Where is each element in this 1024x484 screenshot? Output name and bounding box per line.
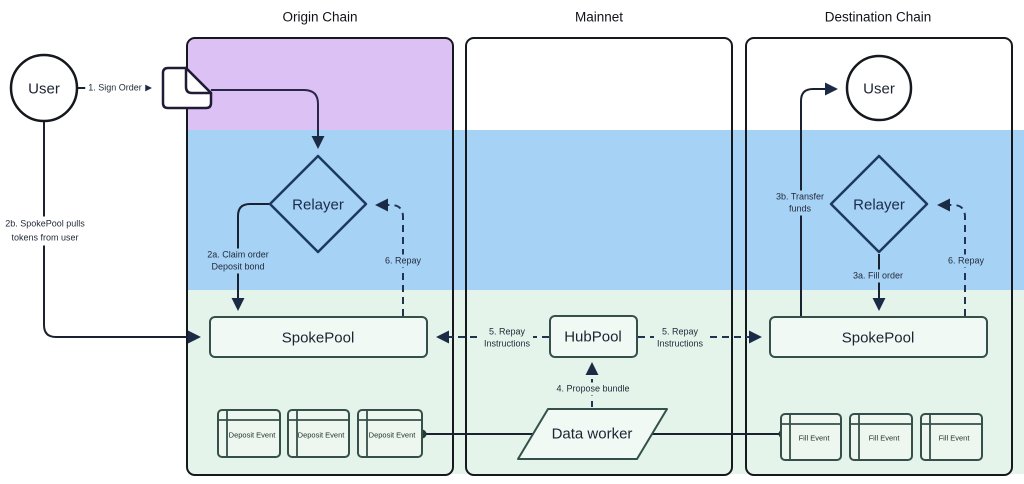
- origin-user-band: [188, 39, 453, 130]
- deposit-event-label-1: Deposit Event: [228, 430, 276, 440]
- relayer-origin-label: Relayer: [292, 196, 344, 214]
- claim-order-label: 2a. Claim order Deposit bond: [204, 248, 272, 274]
- relayer-band: [188, 130, 1024, 290]
- data-worker-shape: [517, 408, 668, 460]
- edge-order-to-relayer: [211, 89, 325, 149]
- transfer-funds-line1: 3b. Transfer: [775, 191, 825, 202]
- repay-instructions-left-line1: 5. Repay: [488, 326, 526, 337]
- repay-instructions-right-line2: Instructions: [656, 338, 704, 349]
- repay-instructions-right-line1: 5. Repay: [661, 326, 699, 337]
- spokepool-pulls-label: 2b. SpokePool pulls tokens from user: [2, 216, 88, 246]
- fill-event-box-2: [849, 413, 913, 461]
- sign-order-label: 1. Sign Order: [85, 81, 145, 95]
- spokepool-pulls-line2: tokens from user: [11, 232, 79, 243]
- hubpool-label: HubPool: [564, 328, 622, 346]
- deposit-event-label-2: Deposit Event: [297, 430, 345, 440]
- mainnet-title: Mainnet: [574, 9, 624, 25]
- claim-order-line2: Deposit bond: [211, 261, 265, 272]
- repay-instructions-left-line2: Instructions: [483, 338, 531, 349]
- repay-instructions-right-label: 5. Repay Instructions: [653, 325, 707, 351]
- fill-event-box-3: [920, 413, 983, 461]
- fill-event-label-3: Fill Event: [938, 433, 970, 443]
- deposit-event-box-2: [287, 409, 350, 458]
- spokepool-origin-label: SpokePool: [281, 329, 355, 347]
- deposit-event-box-3: [357, 409, 423, 458]
- relayer-destination-diamond: [829, 154, 929, 254]
- fill-order-label: 3a. Fill order: [849, 269, 907, 283]
- deposit-event-box-1: [217, 409, 281, 458]
- spokepool-origin-box: [209, 316, 428, 358]
- destination-chain-title: Destination Chain: [824, 9, 932, 25]
- origin-chain-box: [186, 37, 454, 476]
- repay-destination-label: 6. Repay: [944, 254, 988, 268]
- transfer-funds-line2: funds: [788, 203, 812, 214]
- user-destination-circle: [845, 54, 913, 122]
- transfer-funds-label: 3b. Transfer funds: [772, 190, 828, 216]
- claim-order-line1: 2a. Claim order: [207, 249, 269, 260]
- data-worker-label: Data worker: [551, 425, 633, 443]
- fill-event-label-1: Fill Event: [798, 433, 830, 443]
- mainnet-box: [465, 37, 733, 476]
- propose-bundle-label: 4. Propose bundle: [553, 382, 633, 396]
- edge-repay-origin: [375, 198, 404, 316]
- user-destination-label: User: [863, 80, 895, 98]
- repay-origin-label: 6. Repay: [381, 254, 425, 268]
- destination-chain-box: [745, 37, 1013, 476]
- user-origin-label: User: [28, 80, 60, 98]
- deposit-event-label-3: Deposit Event: [368, 430, 416, 440]
- edge-spokepool-pulls: [43, 121, 201, 344]
- fill-event-label-2: Fill Event: [868, 433, 900, 443]
- document-icon: [161, 66, 213, 110]
- fill-event-box-1: [780, 413, 842, 461]
- relayer-destination-label: Relayer: [853, 196, 905, 214]
- edge-transfer-funds: [800, 82, 838, 316]
- edge-claim-order: [231, 203, 270, 311]
- edge-repay-destination: [937, 198, 966, 316]
- user-origin-circle: [9, 53, 79, 123]
- spokepool-destination-box: [769, 316, 988, 358]
- spokepool-pulls-line1: 2b. SpokePool pulls: [5, 218, 85, 229]
- spokepool-destination-label: SpokePool: [841, 329, 915, 347]
- origin-chain-title: Origin Chain: [282, 9, 358, 25]
- repay-instructions-left-label: 5. Repay Instructions: [480, 325, 534, 351]
- hubpool-box: [549, 315, 638, 358]
- relayer-origin-diamond: [268, 154, 368, 254]
